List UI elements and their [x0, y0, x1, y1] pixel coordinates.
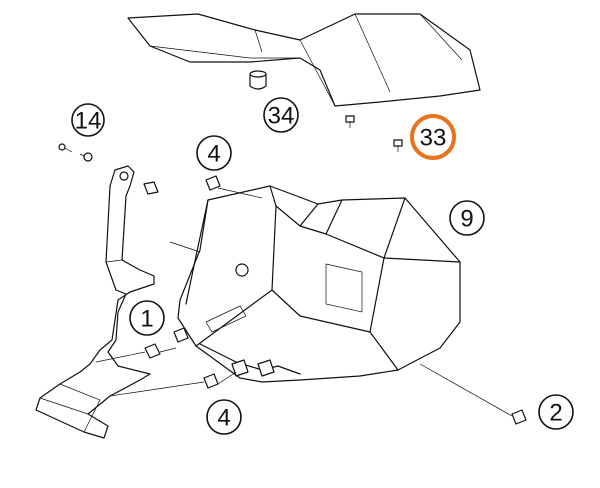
leader-lines [95, 187, 513, 417]
bracket-part-1 [35, 165, 155, 439]
screw-pair-33 [345, 115, 403, 152]
screw-set-14 [58, 143, 93, 162]
callout-4-lower-label: 4 [217, 405, 230, 432]
callout-14-label: 14 [75, 108, 102, 135]
callout-34-label: 34 [268, 103, 295, 130]
screw-lower-4 [203, 373, 219, 389]
callout-1-label: 1 [140, 306, 153, 333]
callout-4-upper-label: 4 [207, 141, 220, 168]
callout-4-upper[interactable]: 4 [196, 135, 232, 171]
screw-bracket [143, 181, 161, 359]
storage-box-part-9 [173, 185, 461, 383]
callout-34[interactable]: 34 [263, 97, 299, 133]
screw-lower-2 [511, 409, 527, 425]
upper-body-panel [127, 13, 481, 107]
callout-14[interactable]: 14 [71, 103, 105, 137]
callout-33-label: 33 [420, 125, 447, 152]
callout-33-highlighted[interactable]: 33 [410, 114, 456, 160]
callout-9[interactable]: 9 [449, 200, 485, 236]
callout-4-lower[interactable]: 4 [206, 399, 242, 435]
callout-1[interactable]: 1 [129, 300, 165, 336]
callout-2-label: 2 [549, 400, 562, 427]
callout-9-label: 9 [460, 206, 473, 233]
screw-upper-4 [205, 175, 221, 191]
callout-2[interactable]: 2 [538, 394, 574, 430]
cap-part-34 [249, 70, 267, 90]
